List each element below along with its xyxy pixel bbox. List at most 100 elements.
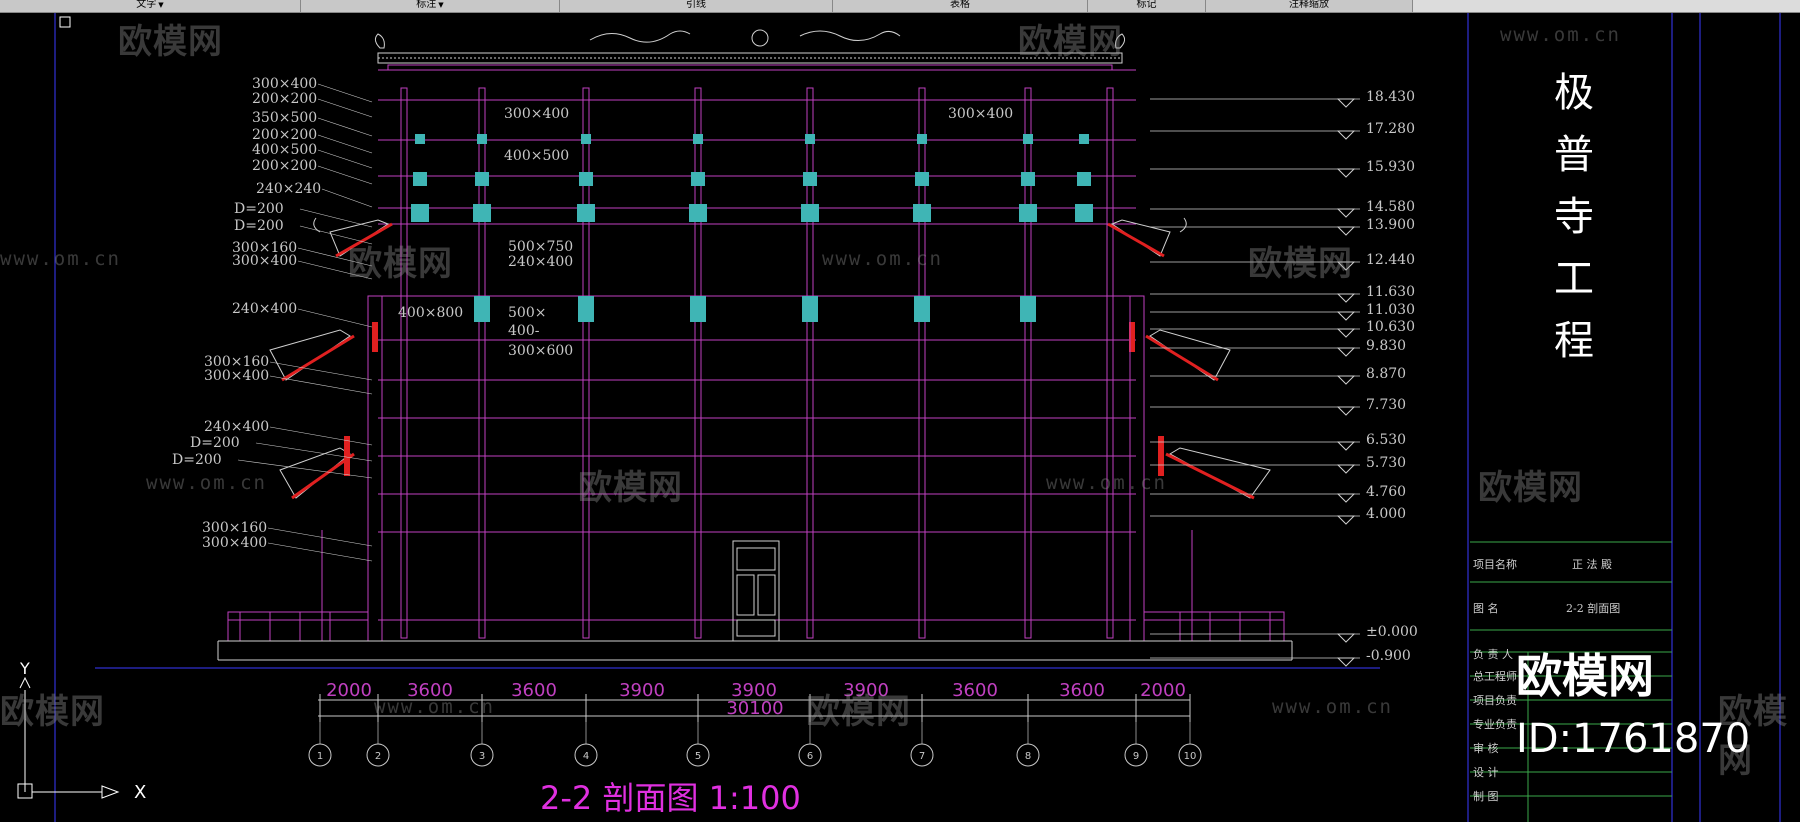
elevation-label: 6.530 [1366, 432, 1406, 448]
label-leader [297, 308, 373, 328]
elevation-triangle [1336, 441, 1356, 451]
label-leader [317, 149, 373, 169]
beam-section [581, 134, 591, 144]
member-size-label: D=200 [234, 201, 284, 217]
beam-section [1019, 204, 1037, 222]
elevation-triangle [1336, 515, 1356, 525]
axis-bubble [366, 743, 390, 767]
beam-section [801, 204, 819, 222]
member-size-label: 300×400 [948, 106, 1013, 122]
member-size-label: 300×400 [202, 535, 267, 551]
beam-section [689, 204, 707, 222]
panel-leader[interactable]: 引线 [560, 0, 833, 12]
elevation-triangle [1336, 208, 1356, 218]
beam-section [915, 172, 929, 186]
elevation-triangle [1336, 311, 1356, 321]
label-leader [317, 98, 373, 118]
beam-section [579, 172, 593, 186]
label-leader [317, 83, 373, 103]
label-leader [297, 247, 373, 267]
eave-middle-right [1129, 322, 1231, 382]
panel-table[interactable]: 表格 [833, 0, 1088, 12]
beam-section [578, 296, 594, 322]
title-block-row: 设 计 [1473, 766, 1499, 779]
elevation-triangle [1336, 657, 1356, 667]
eave-lower-right [1158, 436, 1271, 500]
beam-section [693, 134, 703, 144]
member-size-label: 400×500 [252, 142, 317, 158]
elevation-triangle [1336, 168, 1356, 178]
member-size-label: D=200 [234, 218, 284, 234]
beam-section [803, 172, 817, 186]
project-name-value: 正 法 殿 [1572, 558, 1612, 571]
axis-bubble [686, 743, 710, 767]
project-name-label: 项目名称 [1473, 558, 1517, 571]
beam-section [691, 172, 705, 186]
beam-section [1077, 172, 1091, 186]
member-size-label: 240×400 [204, 419, 269, 435]
elevation-label: 13.900 [1366, 217, 1415, 233]
panel-markup[interactable]: 标记 [1088, 0, 1206, 12]
member-size-label: 300×400 [252, 76, 317, 92]
dimension-span-value: 3900 [619, 680, 665, 701]
title-block-row: 总工程师 [1473, 670, 1517, 683]
label-leader [317, 165, 373, 185]
drawing-name-label: 图 名 [1473, 602, 1499, 615]
main-roof [374, 29, 1126, 71]
elevation-label: 4.760 [1366, 484, 1406, 500]
selection-grip[interactable] [59, 16, 71, 28]
column [1106, 87, 1114, 639]
member-size-labels-left: 300×400200×200350×500200×200400×500200×2… [172, 76, 373, 562]
beam-section [914, 296, 930, 322]
axis-bubble [308, 743, 332, 767]
panel-annotation-scaling[interactable]: 注释缩放 [1206, 0, 1413, 12]
member-size-label: 400- [508, 323, 540, 339]
structural-columns [400, 87, 1114, 639]
axis-bubble [798, 743, 822, 767]
axis-number: 2 [375, 751, 381, 762]
beam-section [477, 134, 487, 144]
project-title-char: 程 [1554, 318, 1594, 364]
beam-section [474, 296, 490, 322]
panel-text[interactable]: 文字▼ [0, 0, 301, 12]
axis-number: 10 [1184, 751, 1197, 762]
member-size-label: 300×160 [204, 354, 269, 370]
label-leader [269, 426, 373, 446]
elevation-label: 9.830 [1366, 338, 1406, 354]
chevron-down-icon: ▼ [438, 1, 444, 9]
axis-number: 9 [1133, 751, 1139, 762]
member-size-label: 200×200 [252, 91, 317, 107]
label-leader [255, 442, 373, 462]
project-title-char: 寺 [1554, 194, 1594, 240]
ucs-x-label: X [134, 782, 146, 803]
panel-dimension[interactable]: 标注▼ [301, 0, 560, 12]
chevron-down-icon: ▼ [158, 1, 164, 9]
elevation-marks: 18.43017.28015.93014.58013.90012.44011.6… [1150, 89, 1418, 667]
elevation-label: 11.030 [1366, 302, 1415, 318]
member-size-label: 240×400 [232, 301, 297, 317]
eave-middle-left [269, 322, 378, 382]
member-size-label: 240×240 [256, 181, 321, 197]
axis-number: 1 [317, 751, 323, 762]
elevation-triangle [1336, 226, 1356, 236]
axis-bubble [574, 743, 598, 767]
dimension-total-value: 30100 [726, 698, 783, 719]
column [478, 87, 486, 639]
member-size-label: 300×600 [508, 343, 573, 359]
drawing-caption: 2-2 剖面图 1:100 [540, 779, 801, 817]
axis-number: 3 [479, 751, 485, 762]
title-block-row: 审 核 [1473, 742, 1499, 755]
cad-drawing-canvas[interactable]: 18.43017.28015.93014.58013.90012.44011.6… [0, 13, 1800, 822]
member-size-label: 300×160 [232, 240, 297, 256]
column [806, 87, 814, 639]
axis-number: 5 [695, 751, 701, 762]
elevation-triangle [1336, 261, 1356, 271]
elevation-triangle [1336, 493, 1356, 503]
axis-bubble [1016, 743, 1040, 767]
elevation-triangle [1336, 293, 1356, 303]
elevation-label: 15.930 [1366, 159, 1415, 175]
elevation-triangle [1336, 98, 1356, 108]
label-leader [299, 208, 373, 228]
